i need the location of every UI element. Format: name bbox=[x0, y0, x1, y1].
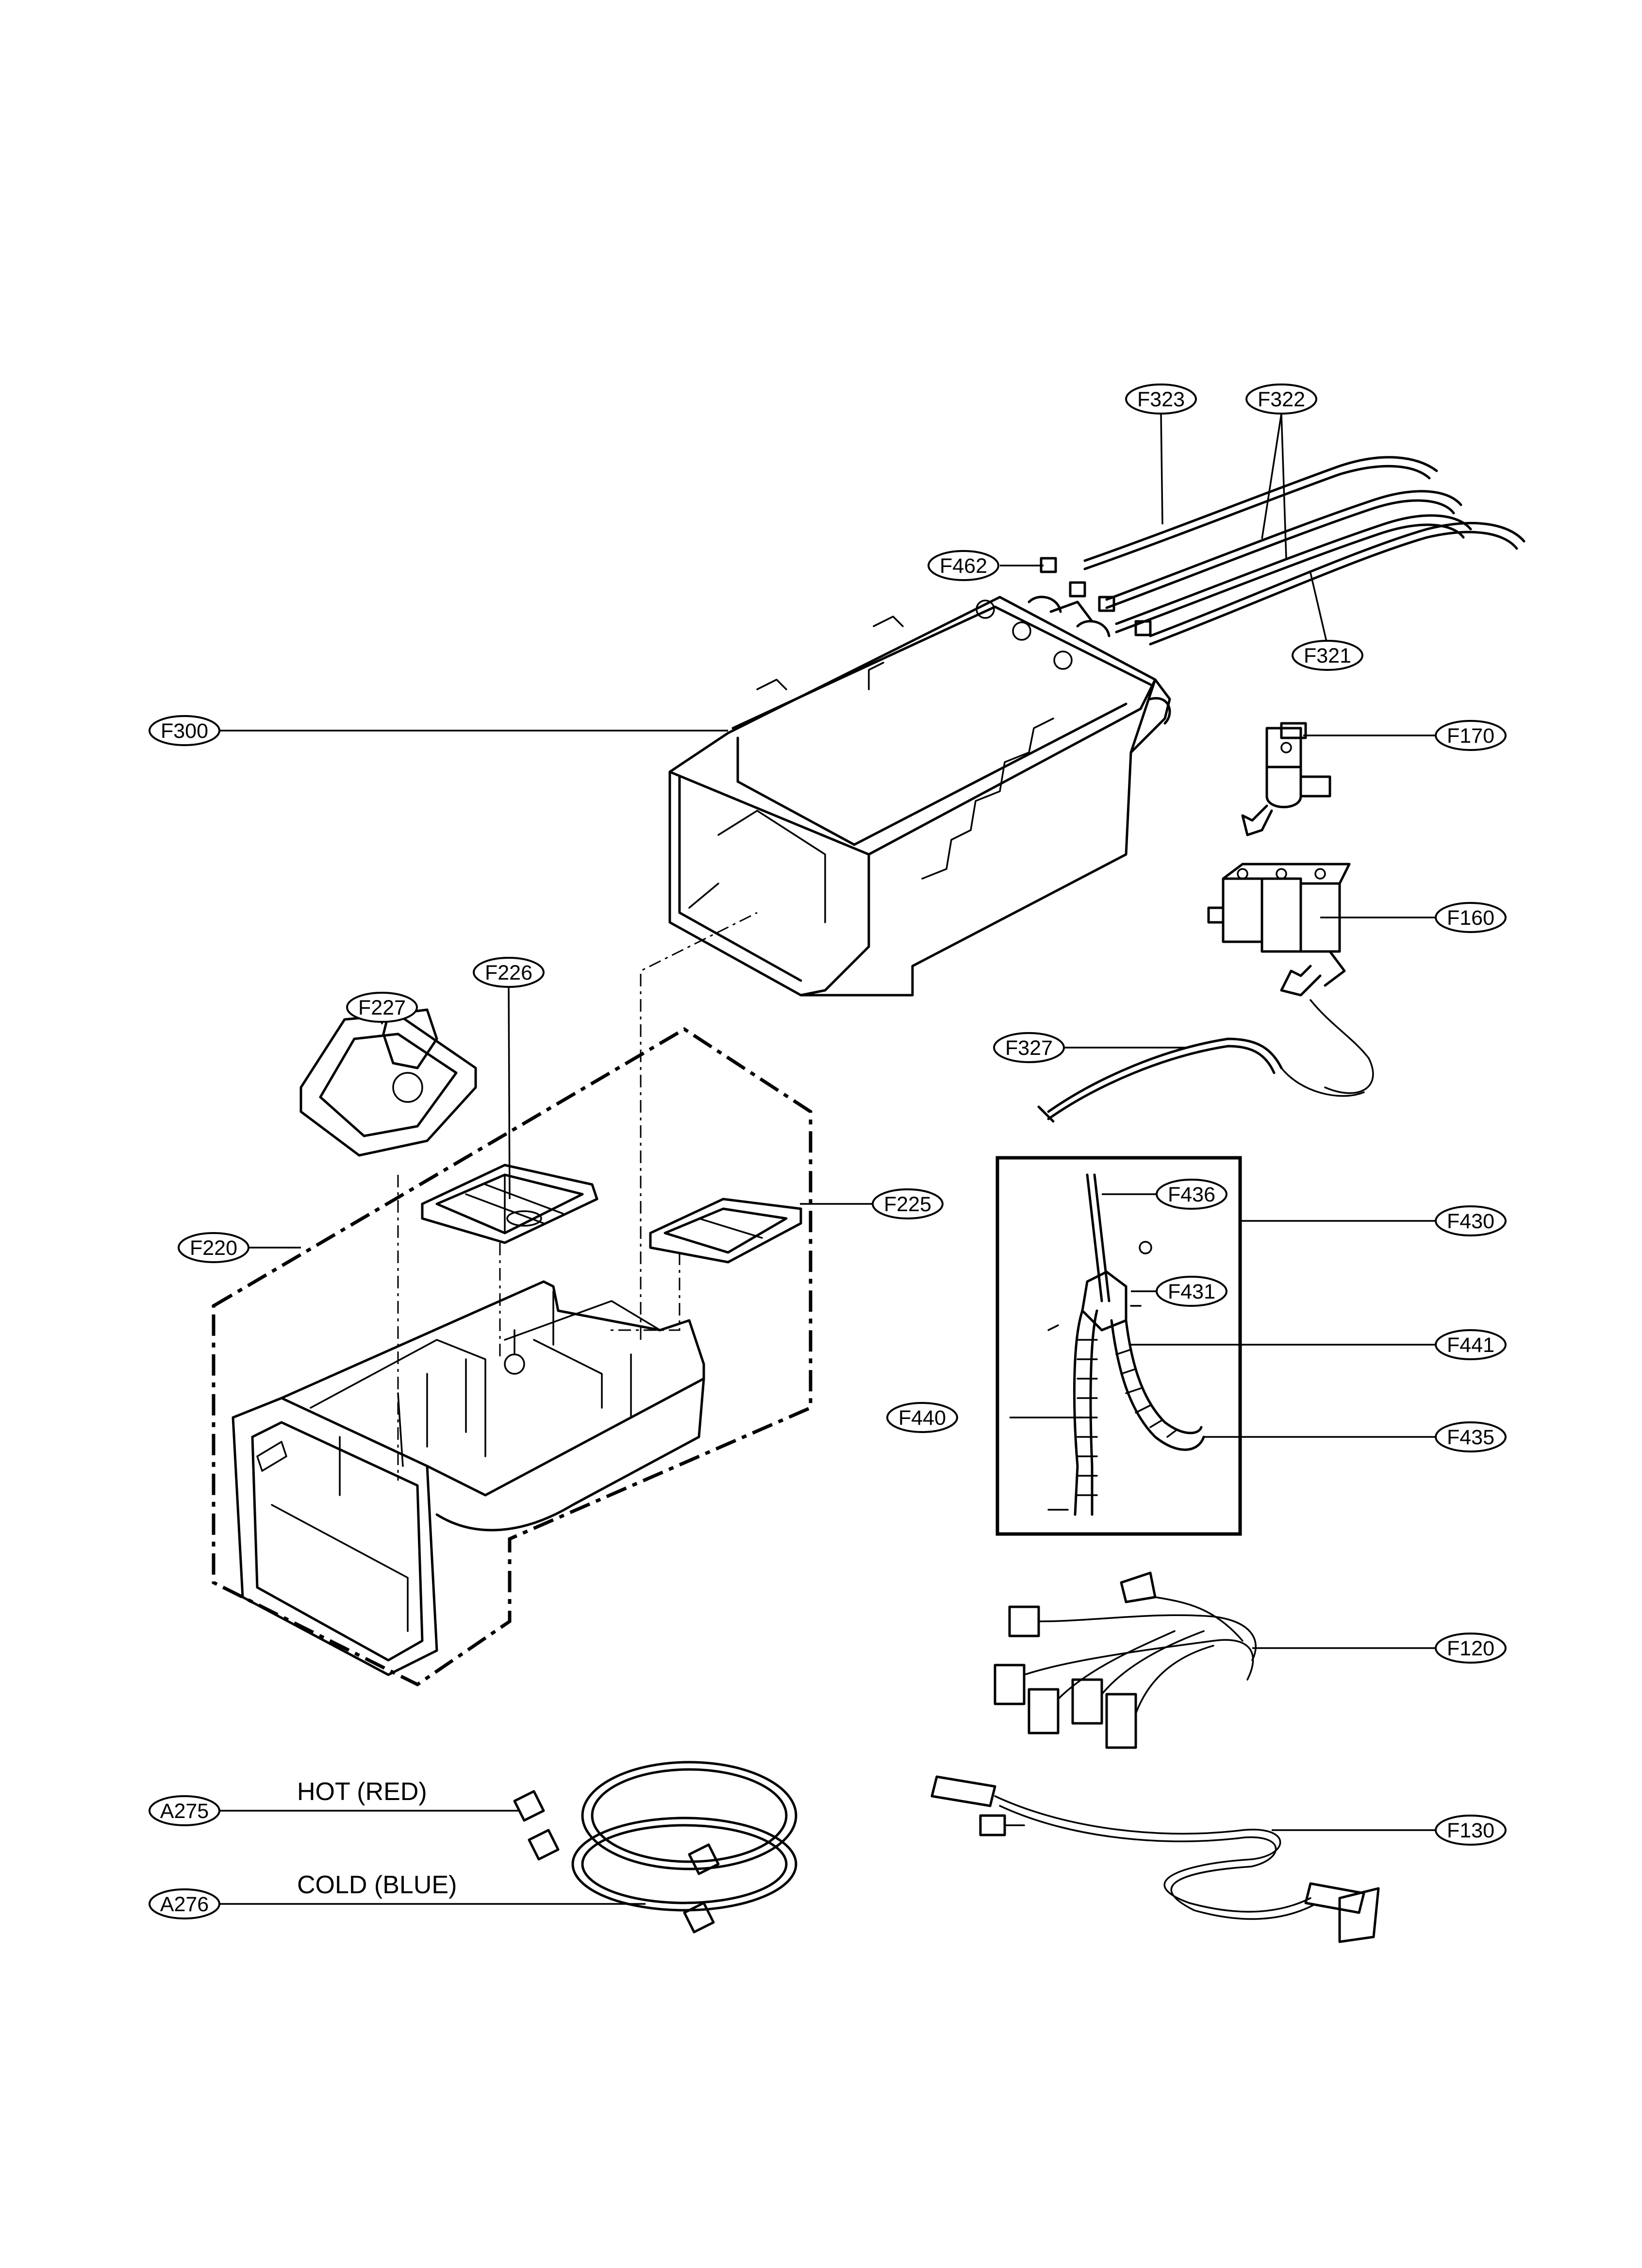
svg-text:F322: F322 bbox=[1258, 388, 1305, 411]
svg-text:A275: A275 bbox=[160, 1800, 209, 1823]
softener-cup-drawing bbox=[421, 1164, 598, 1244]
svg-text:A276: A276 bbox=[160, 1893, 209, 1916]
cold-hose-note: COLD (BLUE) bbox=[297, 1871, 457, 1899]
svg-text:F130: F130 bbox=[1447, 1819, 1494, 1842]
part-label-F130: F130 bbox=[1435, 1815, 1507, 1846]
leader-lines bbox=[204, 413, 1441, 1905]
svg-text:F170: F170 bbox=[1447, 724, 1494, 748]
svg-text:F225: F225 bbox=[884, 1193, 931, 1216]
svg-text:F120: F120 bbox=[1447, 1637, 1494, 1660]
sensor-harness-drawing bbox=[930, 1775, 1380, 1943]
part-label-F170: F170 bbox=[1435, 720, 1507, 751]
part-label-F327: F327 bbox=[993, 1032, 1065, 1063]
part-label-A276: A276 bbox=[149, 1888, 220, 1919]
multi-water-valve-drawing bbox=[1207, 863, 1374, 1094]
single-water-valve-drawing bbox=[1241, 722, 1331, 836]
drawer-assembly-boundary bbox=[212, 1027, 813, 1687]
part-label-F300: F300 bbox=[149, 715, 220, 746]
water-inlet-hoses-drawing bbox=[513, 1761, 797, 1934]
svg-text:F321: F321 bbox=[1304, 644, 1351, 667]
svg-text:F300: F300 bbox=[161, 719, 208, 743]
svg-text:F436: F436 bbox=[1168, 1183, 1215, 1206]
drain-hose-drawing bbox=[1047, 1173, 1205, 1516]
inlet-hoses-drawing bbox=[1040, 456, 1526, 646]
part-label-F120: F120 bbox=[1435, 1633, 1507, 1664]
svg-text:F435: F435 bbox=[1447, 1426, 1494, 1449]
svg-text:F220: F220 bbox=[190, 1236, 237, 1260]
part-label-F435: F435 bbox=[1435, 1421, 1507, 1452]
svg-text:F327: F327 bbox=[1005, 1036, 1053, 1060]
part-label-F220: F220 bbox=[178, 1232, 249, 1263]
svg-text:F462: F462 bbox=[940, 554, 987, 578]
siphon-cap-drawing bbox=[299, 1008, 477, 1157]
svg-text:F440: F440 bbox=[898, 1406, 946, 1430]
connecting-tube-drawing bbox=[1037, 1037, 1365, 1123]
svg-text:F430: F430 bbox=[1447, 1210, 1494, 1233]
part-label-F441: F441 bbox=[1435, 1329, 1507, 1360]
part-label-F436: F436 bbox=[1156, 1179, 1227, 1210]
svg-text:F323: F323 bbox=[1137, 388, 1185, 411]
part-label-F225: F225 bbox=[872, 1188, 944, 1219]
wire-harness-drawing bbox=[994, 1571, 1257, 1749]
part-label-F323: F323 bbox=[1125, 384, 1197, 415]
dispenser-drawer-drawing bbox=[232, 912, 758, 1676]
part-label-F227: F227 bbox=[346, 992, 418, 1023]
svg-text:F160: F160 bbox=[1447, 906, 1494, 930]
part-label-F430: F430 bbox=[1435, 1205, 1507, 1236]
part-label-A275: A275 bbox=[149, 1795, 220, 1826]
svg-text:F441: F441 bbox=[1447, 1334, 1494, 1357]
part-label-F440: F440 bbox=[886, 1402, 958, 1433]
part-label-F462: F462 bbox=[928, 550, 999, 581]
svg-text:F226: F226 bbox=[485, 961, 532, 984]
bleach-cup-drawing bbox=[649, 1198, 802, 1264]
svg-text:F431: F431 bbox=[1168, 1280, 1215, 1303]
part-label-F226: F226 bbox=[473, 957, 545, 988]
hot-hose-note: HOT (RED) bbox=[297, 1778, 427, 1806]
part-label-F322: F322 bbox=[1245, 384, 1317, 415]
svg-text:F227: F227 bbox=[358, 996, 406, 1019]
part-label-F431: F431 bbox=[1156, 1276, 1227, 1307]
part-label-F321: F321 bbox=[1292, 640, 1363, 671]
dispenser-housing-drawing bbox=[668, 596, 1171, 997]
drain-assembly-box bbox=[995, 1156, 1242, 1536]
part-label-F160: F160 bbox=[1435, 902, 1507, 933]
